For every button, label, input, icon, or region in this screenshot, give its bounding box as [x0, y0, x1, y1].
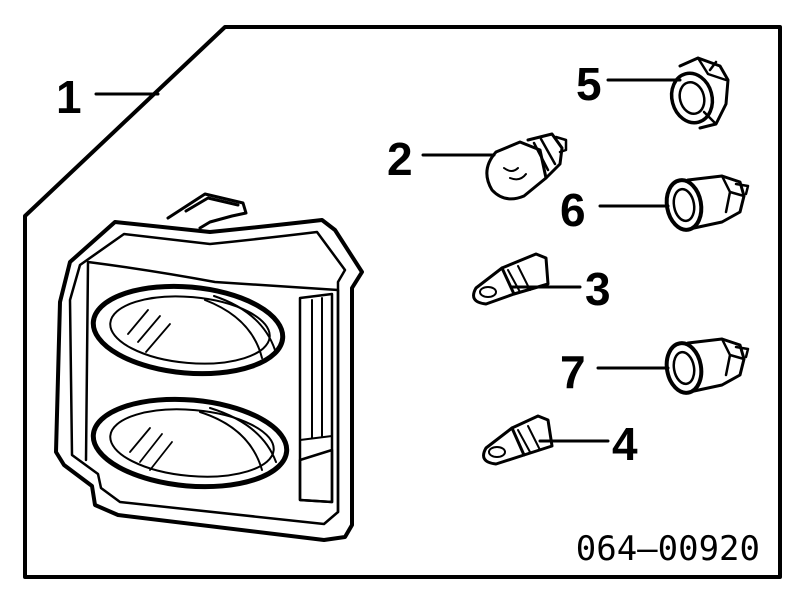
- drawing-number: 064–00920: [576, 529, 760, 569]
- socket-6: [664, 174, 750, 232]
- callout-3: 3: [585, 263, 611, 315]
- callout-6: 6: [560, 184, 586, 236]
- tail-lamp-assembly: [54, 192, 364, 542]
- leader-lines: [94, 78, 682, 443]
- bayonet-bulb: [485, 132, 568, 201]
- callout-7: 7: [560, 346, 586, 398]
- callout-2: 2: [387, 133, 413, 185]
- callout-1: 1: [56, 71, 82, 123]
- wedge-bulb-4: [482, 414, 554, 466]
- callout-5: 5: [576, 58, 602, 110]
- diagram-frame: [23, 25, 782, 579]
- wedge-bulb-3: [472, 252, 550, 306]
- socket-7: [664, 337, 750, 395]
- callout-4: 4: [612, 418, 638, 470]
- socket-5: [669, 56, 730, 130]
